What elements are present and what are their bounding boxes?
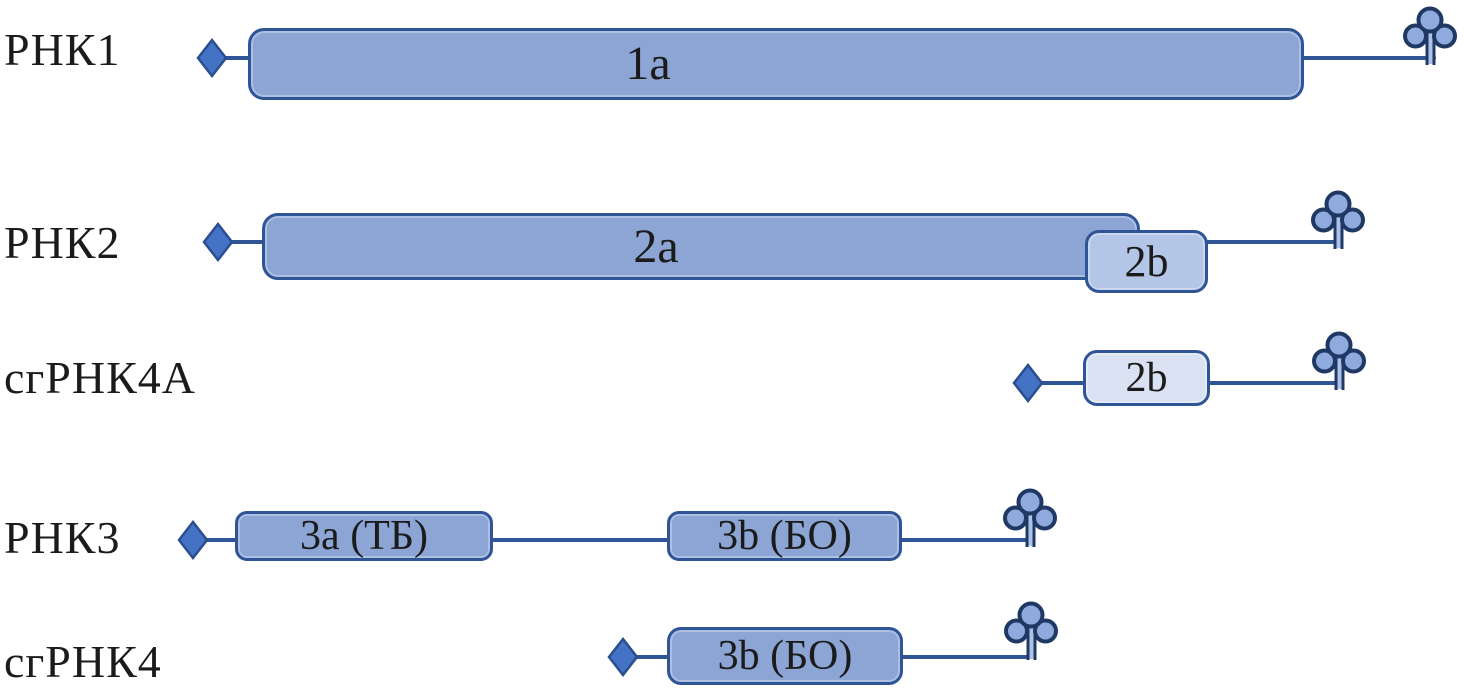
diamond-cap-icon <box>177 520 209 560</box>
orf-box-label: 1a <box>625 37 671 90</box>
row-label: сгРНК4 <box>4 636 162 687</box>
diamond-cap-icon <box>202 222 234 262</box>
orf-box-1a: 1a <box>248 28 1304 100</box>
orf-box-3b: 3b (БО) <box>667 627 903 685</box>
row-label: РНК1 <box>4 24 121 75</box>
diamond-cap-icon <box>1012 363 1044 403</box>
orf-box-label: 2b <box>1125 355 1168 401</box>
orf-box-label: 3b (БО) <box>717 513 852 559</box>
genome-line <box>1038 381 1087 385</box>
clover-trna-icon <box>1004 601 1058 662</box>
genome-line <box>492 538 670 542</box>
genome-line <box>228 240 266 244</box>
orf-box-3b: 3b (БО) <box>667 511 902 561</box>
diamond-cap-icon <box>607 637 639 677</box>
diamond-cap-icon <box>196 38 228 78</box>
row-label: сгРНК4А <box>4 352 196 403</box>
row-label: РНК3 <box>4 512 121 563</box>
genome-line <box>1300 56 1436 60</box>
orf-box-label: 3b (БО) <box>717 633 853 679</box>
orf-box-2b: 2b <box>1083 350 1210 406</box>
genome-line <box>222 56 252 60</box>
genome-line <box>1206 240 1342 244</box>
row-label: РНК2 <box>4 217 121 268</box>
orf-box-2a: 2a <box>262 213 1140 280</box>
genome-line <box>1208 381 1343 385</box>
clover-trna-icon <box>1403 6 1457 67</box>
orf-box-label: 2a <box>633 219 679 273</box>
clover-trna-icon <box>1312 331 1366 392</box>
genome-line <box>898 538 1035 542</box>
orf-box-2b: 2b <box>1085 230 1208 293</box>
orf-box-label: 2b <box>1124 236 1169 286</box>
orf-box-label: 3a (ТБ) <box>300 513 428 559</box>
genome-line <box>632 655 671 659</box>
clover-trna-icon <box>1003 488 1057 549</box>
orf-box-3a: 3a (ТБ) <box>235 511 493 561</box>
genome-line <box>900 655 1036 659</box>
genome-line <box>202 538 239 542</box>
clover-trna-icon <box>1311 190 1365 251</box>
